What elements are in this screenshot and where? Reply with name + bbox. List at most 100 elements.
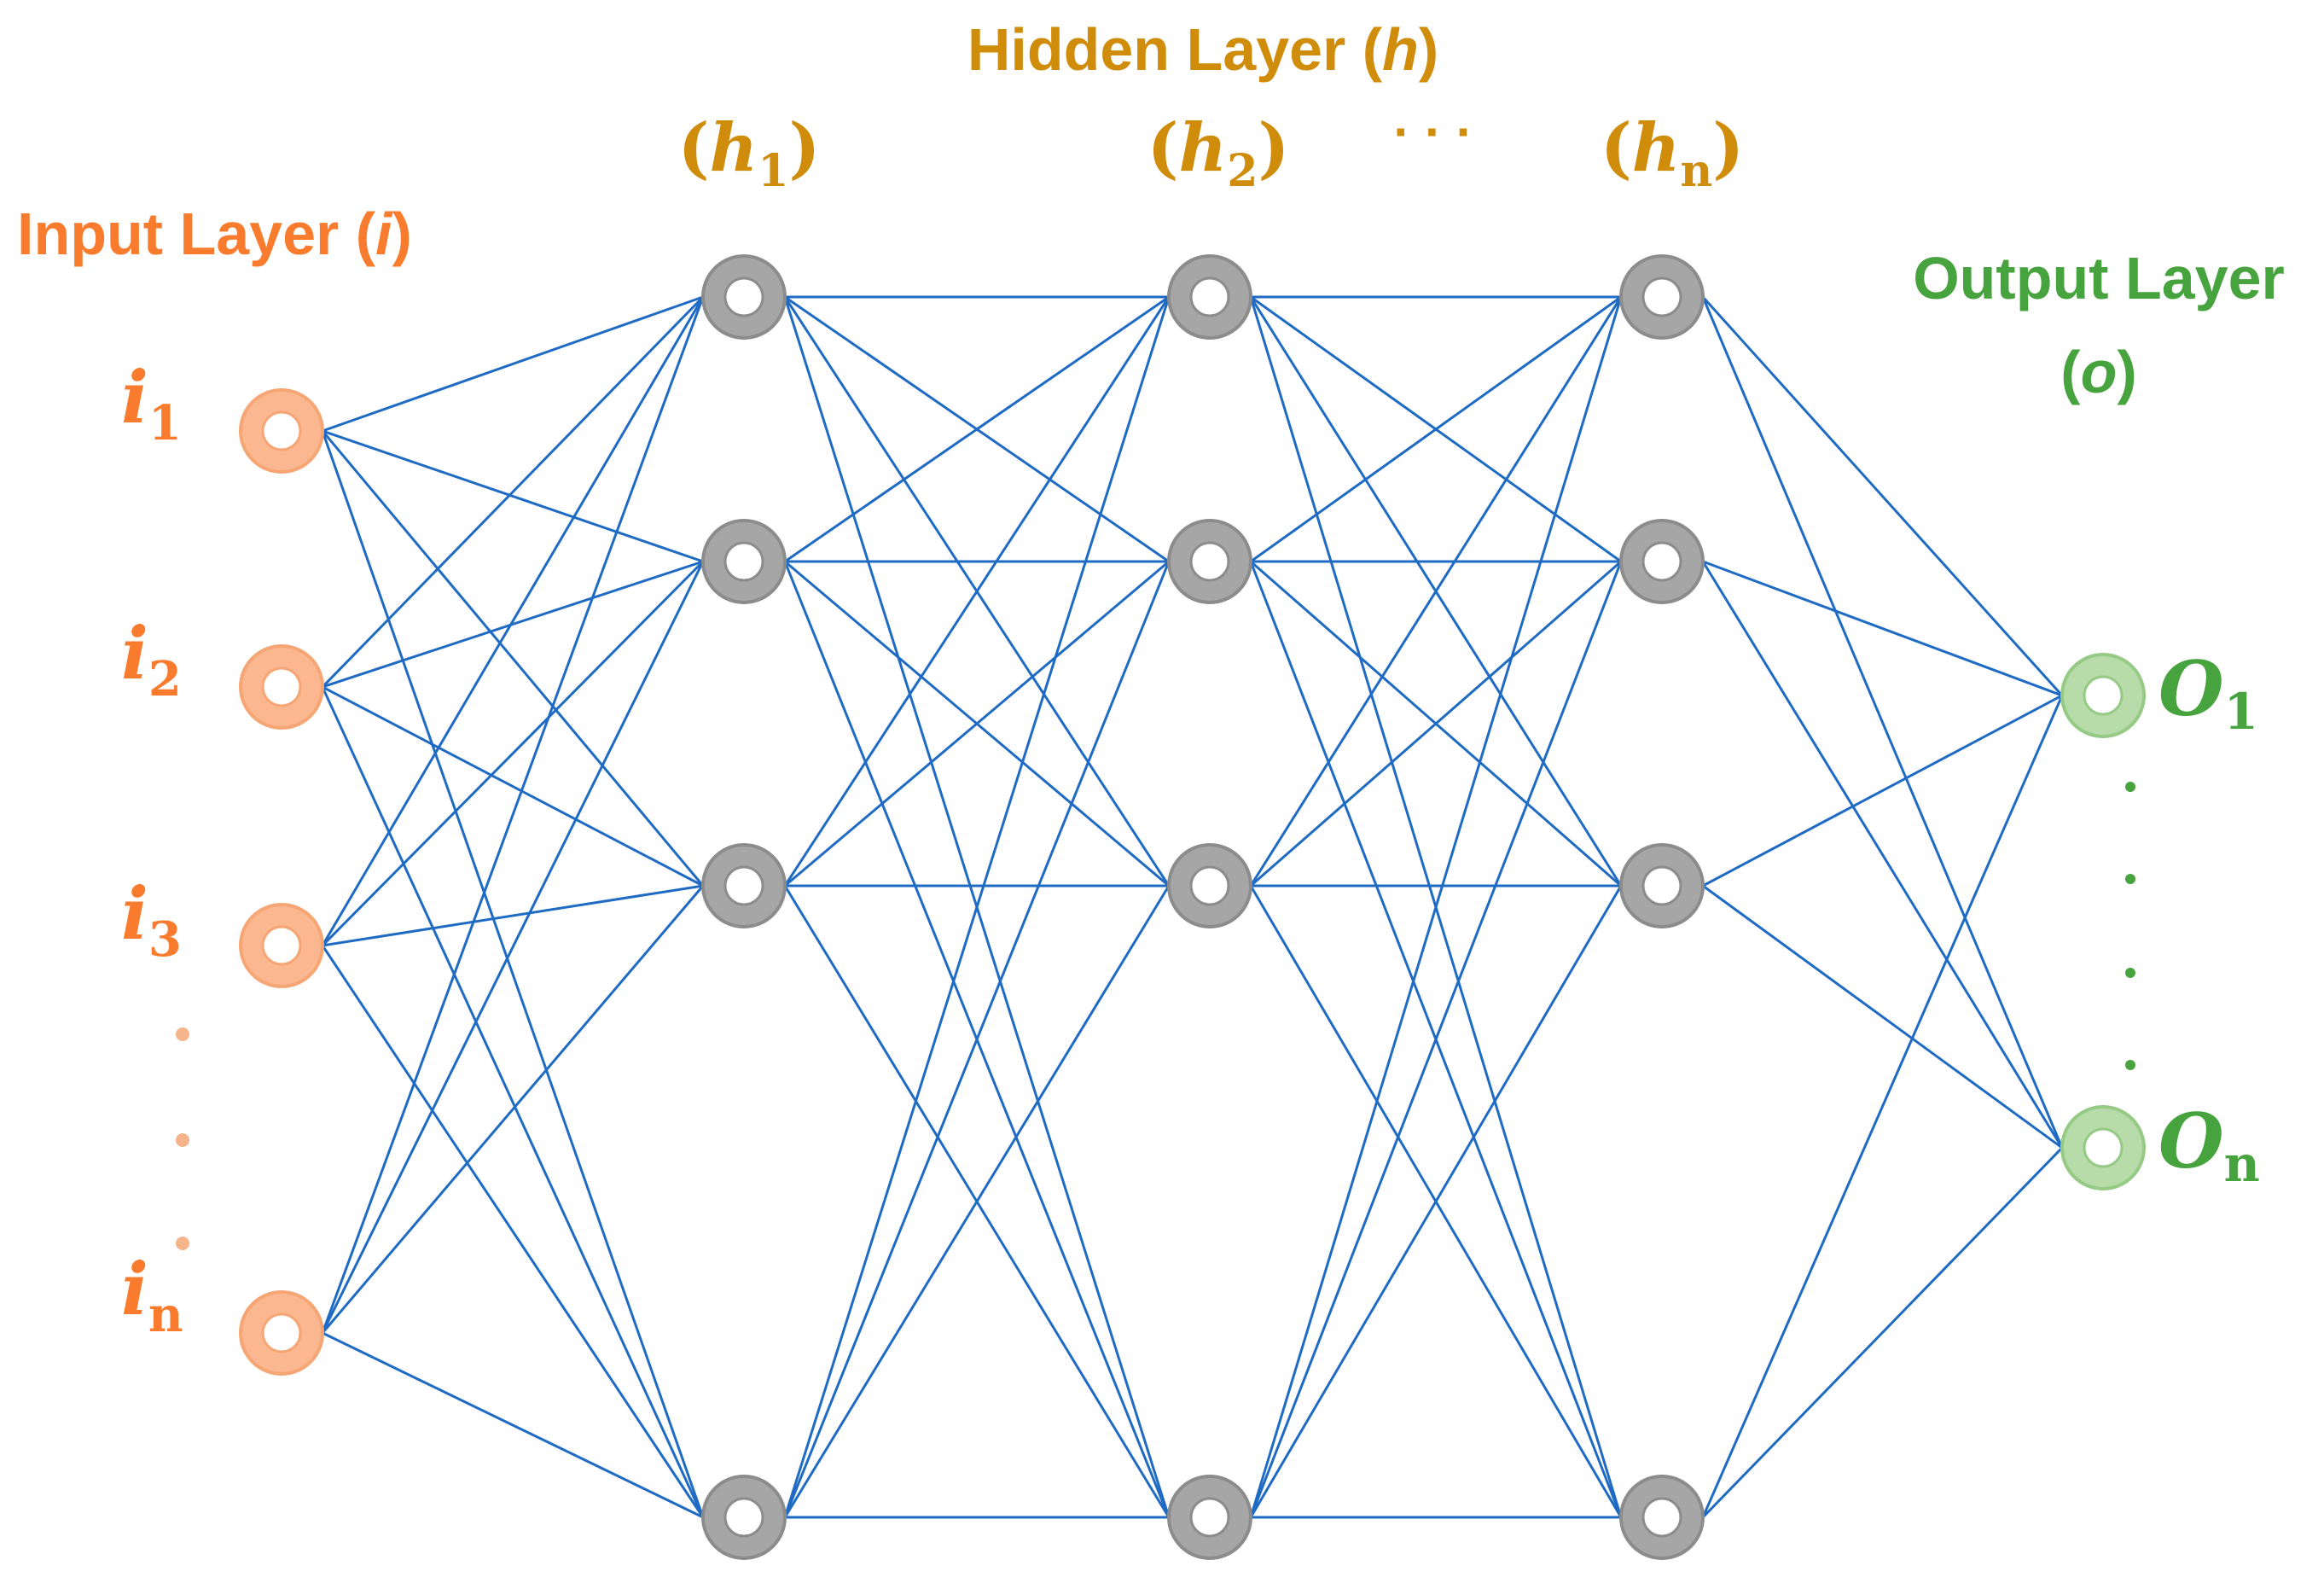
hidden-node-c1-3-core <box>723 865 764 906</box>
input-label-3: i3 <box>121 871 182 968</box>
input-label-2: i2 <box>121 611 182 707</box>
hidden-node-c2-2 <box>1167 519 1252 604</box>
hidden-col-label-3: (hn) <box>1601 109 1744 197</box>
input-node-4 <box>239 1290 324 1376</box>
edge-h2-2-h3-1 <box>1250 560 1622 888</box>
hidden-node-c2-3-core <box>1189 865 1230 906</box>
input-layer-title: Input Layer (i) <box>17 201 412 267</box>
hidden-node-c1-2-core <box>723 541 764 582</box>
output-ellipsis-dot <box>2125 968 2135 978</box>
hidden-col-3-sub: n <box>1680 145 1712 197</box>
edge-h1-1-h2-0 <box>784 295 1170 563</box>
edge-input-1-h1-2 <box>322 685 704 888</box>
edge-hn-1-out-1 <box>1701 561 2064 1149</box>
edge-hn-2-out-1 <box>1702 884 2063 1149</box>
output-layer-title-line1: Output Layer <box>1913 245 2285 311</box>
edge-hn-0-out-0 <box>1701 295 2064 697</box>
output-label-n: On <box>2158 1097 2260 1193</box>
hidden-col-3-var: h <box>1632 109 1681 187</box>
input-label-1: i1 <box>121 355 182 451</box>
hidden-node-c3-1 <box>1619 254 1705 340</box>
hidden-col-2-sub: 2 <box>1227 145 1258 197</box>
input-label-1-sub: 1 <box>148 395 182 451</box>
hidden-node-c3-3-core <box>1641 865 1682 906</box>
input-title-var: i <box>375 201 393 267</box>
edge-input-2-h1-0 <box>321 296 705 946</box>
input-label-n-sub: n <box>148 1287 183 1343</box>
input-label-2-sub: 2 <box>148 651 182 707</box>
edge-h1-2-h2-0 <box>783 296 1171 887</box>
hidden-node-c2-2-core <box>1189 541 1230 582</box>
hidden-node-c2-4 <box>1167 1475 1252 1560</box>
hidden-title-var: h <box>1382 16 1419 83</box>
edge-h2-3-h3-1 <box>1249 561 1623 1518</box>
edge-h1-3-h2-2 <box>783 885 1171 1518</box>
output-title2-var: o <box>2081 339 2118 405</box>
edge-h2-3-h3-2 <box>1249 885 1623 1518</box>
edge-hn-3-out-1 <box>1701 1146 2064 1519</box>
hidden-node-c2-3 <box>1167 843 1252 928</box>
hidden-node-c3-4-core <box>1641 1497 1682 1538</box>
output-label-n-sub: n <box>2224 1135 2260 1193</box>
output-ellipsis-dot <box>2125 782 2135 792</box>
output-label-1-var: O <box>2158 644 2224 733</box>
hidden-node-c3-4 <box>1619 1475 1705 1560</box>
input-label-2-var: i <box>121 611 148 695</box>
hidden-node-c3-2-core <box>1641 541 1682 582</box>
output-label-1: O1 <box>2158 644 2258 741</box>
output-label-n-var: O <box>2158 1097 2224 1185</box>
input-ellipsis-dot <box>176 1237 189 1250</box>
edge-input-2-h1-1 <box>321 560 705 947</box>
connection-lines <box>321 295 2064 1519</box>
edge-hn-3-out-0 <box>1701 695 2064 1518</box>
output-node-1 <box>2060 653 2146 738</box>
hidden-node-c3-1-core <box>1641 276 1682 317</box>
edge-input-3-h1-2 <box>321 885 705 1334</box>
edge-hn-2-out-0 <box>1702 694 2063 888</box>
input-node-3-core <box>261 925 302 966</box>
hidden-ellipsis: · · · <box>1393 103 1473 160</box>
hidden-col-1-sub: 1 <box>758 145 788 197</box>
input-label-n-var: i <box>121 1247 148 1331</box>
output-node-1-core <box>2083 675 2124 716</box>
hidden-title-pre: Hidden Layer ( <box>967 16 1383 83</box>
neuron-nodes <box>239 254 2146 1560</box>
edge-input-0-h1-2 <box>321 430 705 887</box>
edge-hn-0-out-1 <box>1701 296 2064 1149</box>
output-ellipsis-dot <box>2125 1060 2135 1070</box>
edge-h1-3-h2-0 <box>783 296 1171 1518</box>
hidden-col-label-2: (h2) <box>1147 109 1290 197</box>
output-node-2-core <box>2083 1127 2124 1168</box>
hidden-node-c1-1 <box>701 254 787 340</box>
edge-input-0-h1-1 <box>322 429 704 563</box>
edge-h2-2-h3-0 <box>1249 296 1623 887</box>
hidden-col-1-var: h <box>710 109 758 187</box>
output-title2-post: ) <box>2117 339 2136 405</box>
hidden-col-label-1: (h1) <box>678 109 821 197</box>
hidden-node-c1-2 <box>701 519 787 604</box>
input-label-1-var: i <box>121 355 148 439</box>
hidden-node-c1-4 <box>701 1475 787 1560</box>
input-ellipsis-dot <box>176 1133 189 1147</box>
hidden-title-post: ) <box>1419 16 1438 83</box>
input-ellipsis-dot <box>176 1027 189 1041</box>
edge-input-1-h1-0 <box>321 295 705 689</box>
edge-input-3-h1-0 <box>321 296 705 1334</box>
output-label-1-sub: 1 <box>2224 683 2258 741</box>
hidden-col-2-var: h <box>1179 109 1228 187</box>
output-ellipsis-dot <box>2125 874 2135 884</box>
hidden-node-c2-1 <box>1167 254 1252 340</box>
edge-h2-1-h3-0 <box>1250 295 1622 563</box>
input-node-4-core <box>261 1312 302 1353</box>
input-node-3 <box>239 903 324 988</box>
edge-h1-3-h2-1 <box>783 561 1171 1518</box>
input-label-3-sub: 3 <box>148 911 182 968</box>
hidden-node-c1-4-core <box>723 1497 764 1538</box>
edge-input-3-h1-3 <box>322 1331 704 1519</box>
input-label-3-var: i <box>121 871 148 956</box>
input-node-2-core <box>261 666 302 707</box>
edge-input-2-h1-3 <box>321 945 705 1518</box>
hidden-node-c3-2 <box>1619 519 1705 604</box>
input-node-2 <box>239 644 324 730</box>
